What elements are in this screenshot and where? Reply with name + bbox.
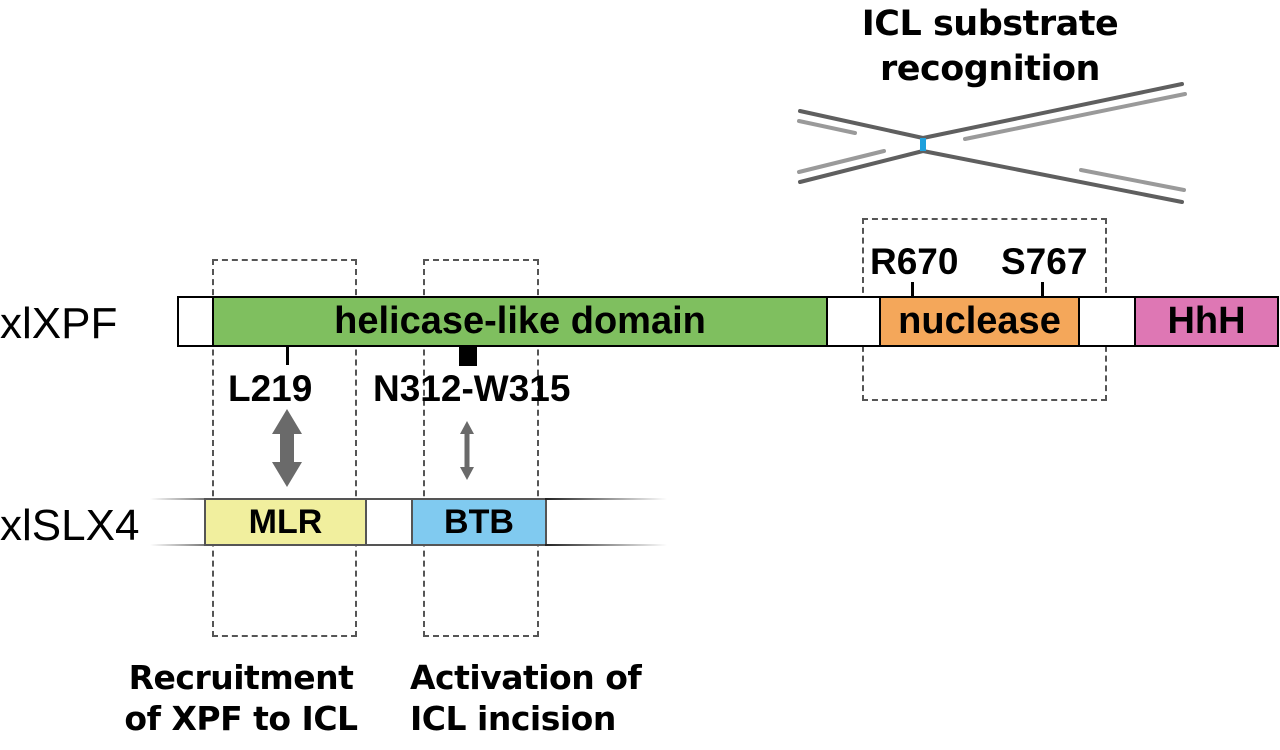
slx4-n-term-fade-top — [150, 498, 206, 500]
title-line-1: ICL substrate — [861, 4, 1119, 44]
recruitment-caption: Recruitment of XPF to ICL — [110, 657, 372, 739]
slx4-domain-btb: BTB — [411, 498, 547, 546]
double-arrow-thick-icon — [272, 409, 302, 487]
residue-label-r670: R670 — [870, 241, 959, 282]
residue-label-l219: L219 — [228, 368, 313, 409]
dna-strand-dark — [798, 109, 925, 140]
residue-label-s767: S767 — [1001, 241, 1088, 282]
s767-tick — [1041, 282, 1044, 297]
slx4-domain-linker — [365, 498, 413, 546]
dna-strand-light — [797, 119, 857, 135]
l219-tick — [286, 346, 289, 365]
btb-domain-label: BTB — [444, 502, 514, 541]
hhh-domain-label: HhH — [1167, 300, 1246, 342]
residue-label-n312-w315: N312-W315 — [373, 368, 571, 409]
icl-recognition-title: ICL substrate recognition — [840, 2, 1140, 92]
xpf-domain-helicase: helicase-like domain — [212, 296, 828, 347]
slx4-c-term-fade-top — [545, 498, 667, 500]
mlr-interaction-box — [212, 259, 357, 637]
r670-tick — [911, 282, 914, 297]
crosslink-mark — [920, 138, 926, 151]
btb-interaction-box — [423, 259, 539, 637]
dna-strand-dark — [921, 82, 1184, 140]
xpf-domain-n-term — [177, 296, 214, 347]
mlr-domain-label: MLR — [248, 502, 323, 541]
slx4-n-term-fade-bottom — [150, 544, 206, 546]
activation-line-2: ICL incision — [410, 699, 616, 738]
slx4-domain-mlr: MLR — [204, 498, 367, 546]
xpf-label: xlXPF — [0, 299, 118, 348]
xpf-domain-hhh: HhH — [1134, 296, 1279, 347]
recruitment-line-1: Recruitment — [128, 658, 354, 697]
xpf-domain-linker — [826, 296, 881, 347]
xpf-domain-nuclease: nuclease — [879, 296, 1080, 347]
nuclease-domain-label: nuclease — [898, 300, 1061, 342]
dna-strand-dark — [921, 149, 1184, 204]
xpf-domain-linker-2 — [1078, 296, 1136, 347]
title-line-2: recognition — [880, 49, 1100, 89]
activation-caption: Activation of ICL incision — [410, 657, 672, 739]
slx4-label: xlSLX4 — [0, 501, 140, 550]
helicase-domain-label: helicase-like domain — [334, 300, 706, 342]
double-arrow-thin-icon — [460, 421, 474, 480]
dna-strand-light — [797, 149, 886, 174]
n312-w315-block — [459, 346, 477, 366]
dna-strand-light — [1079, 168, 1186, 192]
slx4-c-term-fade-bottom — [545, 544, 667, 546]
activation-line-1: Activation of — [410, 658, 642, 697]
dna-strand-light — [963, 92, 1187, 141]
dna-strand-dark — [798, 149, 925, 184]
recruitment-line-2: of XPF to ICL — [124, 699, 358, 738]
